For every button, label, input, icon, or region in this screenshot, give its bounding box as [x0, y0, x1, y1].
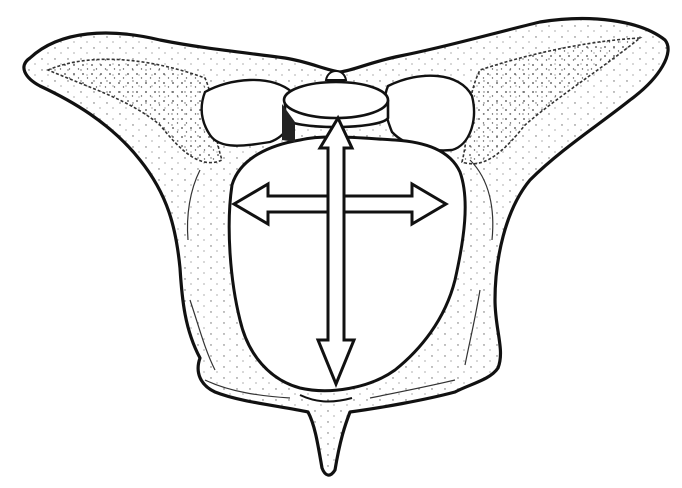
left-sacral-ala — [202, 80, 293, 146]
